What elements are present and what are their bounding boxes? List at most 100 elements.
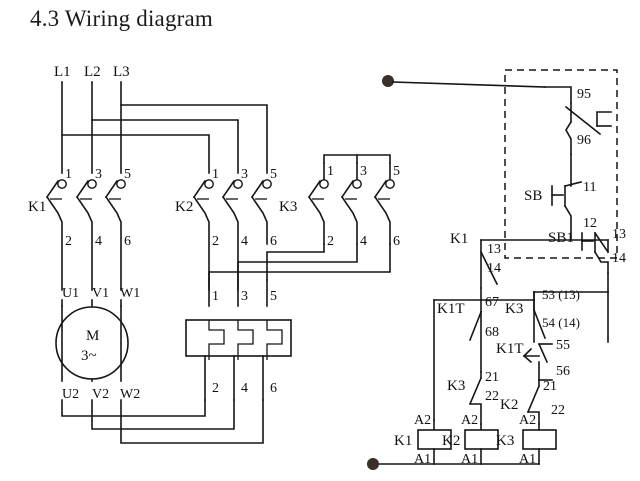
k3-terminal-2: 2 bbox=[327, 234, 334, 249]
k1-terminal-2: 2 bbox=[65, 234, 72, 249]
k2-terminal-4: 4 bbox=[241, 234, 248, 249]
k3-terminal-6: 6 bbox=[393, 234, 400, 249]
motor-terminal-w1: W1 bbox=[120, 286, 140, 301]
stop-terminal-11: 11 bbox=[583, 180, 596, 195]
page-title: 4.3 Wiring diagram bbox=[30, 6, 214, 31]
k2-pole1-contact-dot bbox=[204, 179, 214, 189]
contactor-k1[interactable]: K1 1 2 3 4 5 6 bbox=[28, 167, 131, 291]
k2-terminal-1: 1 bbox=[212, 167, 219, 182]
k2-nc-label: K2 bbox=[500, 397, 518, 413]
coil-k2-terminal-a2: A2 bbox=[461, 413, 478, 428]
coil-k2-body bbox=[464, 429, 499, 450]
thermal-overload-contact[interactable]: 95 96 bbox=[544, 86, 612, 155]
k1-pole1-contact-dot bbox=[57, 179, 67, 189]
coil-k1[interactable]: A2 K1 A1 bbox=[394, 413, 452, 467]
k1t-delay-label: K1T bbox=[496, 341, 524, 357]
stop-terminal-12: 12 bbox=[583, 216, 597, 231]
supply-label-l1: L1 bbox=[54, 64, 71, 80]
motor-phase-label: 3~ bbox=[81, 348, 97, 364]
k3-pole2-contact-dot bbox=[352, 179, 362, 189]
contactor-k2[interactable]: K2 1 2 3 4 5 6 bbox=[175, 167, 277, 291]
k1-terminal-4: 4 bbox=[95, 234, 102, 249]
supply-line-labels: L1 L2 L3 bbox=[54, 64, 130, 80]
coil-k2[interactable]: A2 K2 A1 bbox=[442, 413, 499, 467]
coil-k3[interactable]: A2 K3 A1 bbox=[496, 413, 557, 467]
k1-pole3-contact-dot bbox=[116, 179, 126, 189]
stop-button-label: SB bbox=[524, 188, 542, 204]
k3-terminal-4: 4 bbox=[360, 234, 367, 249]
thermal-terminal-96: 96 bbox=[577, 133, 591, 148]
overload-terminal-6: 6 bbox=[270, 381, 277, 396]
k3-terminal-54: 54 (14) bbox=[542, 315, 580, 330]
k3-no-label: K3 bbox=[505, 301, 523, 317]
holding-contact-k1[interactable]: K1 13 14 bbox=[450, 231, 501, 301]
k3-terminal-1: 1 bbox=[327, 164, 334, 179]
control-bus-wiring bbox=[433, 272, 609, 421]
k3-terminal-3: 3 bbox=[360, 164, 367, 179]
motor-return-wiring bbox=[61, 399, 264, 444]
k3-pole1-contact-dot bbox=[319, 179, 329, 189]
k2-nc-contact[interactable]: K2 21 22 bbox=[500, 379, 565, 425]
contactor-k2-label: K2 bbox=[175, 199, 193, 215]
k3-no-contact[interactable]: K3 53 (13) 54 (14) bbox=[505, 287, 580, 340]
supply-label-l2: L2 bbox=[84, 64, 101, 80]
motor-symbol-letter: M bbox=[86, 328, 99, 344]
timer-delay-contact-k1t[interactable]: K1T 55 56 bbox=[496, 338, 570, 381]
k2-terminal-21: 21 bbox=[543, 379, 557, 394]
contactor-k1-label: K1 bbox=[28, 199, 46, 215]
k2-terminal-3: 3 bbox=[241, 167, 248, 182]
holding-terminal-13: 13 bbox=[487, 242, 501, 257]
overload-terminal-3: 3 bbox=[241, 289, 248, 304]
holding-contact-label: K1 bbox=[450, 231, 468, 247]
k1t-terminal-56: 56 bbox=[556, 364, 570, 379]
k1-pole2-contact-dot bbox=[87, 179, 97, 189]
coil-k2-label: K2 bbox=[442, 433, 460, 449]
k3-nc-contact[interactable]: K3 21 22 bbox=[447, 370, 499, 425]
motor: U1 V1 W1 M 3~ U2 V2 W2 bbox=[55, 286, 140, 402]
k1-terminal-5: 5 bbox=[124, 167, 131, 182]
k3-pole3-contact-dot bbox=[385, 179, 395, 189]
coil-k3-body bbox=[522, 429, 557, 450]
k3-terminal-22: 22 bbox=[485, 389, 499, 404]
k1-terminal-6: 6 bbox=[124, 234, 131, 249]
stop-button-sb[interactable]: SB 11 12 bbox=[524, 153, 597, 241]
k2-terminal-6: 6 bbox=[270, 234, 277, 249]
k1t-terminal-67: 67 bbox=[485, 295, 499, 310]
pushbutton-enclosure bbox=[504, 69, 618, 259]
control-supply-line bbox=[382, 75, 546, 88]
motor-terminal-v2: V2 bbox=[92, 387, 109, 402]
k1t-instant-label: K1T bbox=[437, 301, 465, 317]
supply-label-l3: L3 bbox=[113, 64, 130, 80]
coil-k1-label: K1 bbox=[394, 433, 412, 449]
k2-terminal-2: 2 bbox=[212, 234, 219, 249]
k3-nc-label: K3 bbox=[447, 378, 465, 394]
timer-instant-contact-k1t[interactable]: K1T 67 68 bbox=[437, 295, 499, 373]
k3-terminal-21: 21 bbox=[485, 370, 499, 385]
supply-wiring bbox=[61, 81, 268, 174]
k1t-terminal-55: 55 bbox=[556, 338, 570, 353]
k1-terminal-3: 3 bbox=[95, 167, 102, 182]
k3-terminal-5: 5 bbox=[393, 164, 400, 179]
k3-terminal-53: 53 (13) bbox=[542, 287, 580, 302]
start-terminal-13: 13 bbox=[612, 227, 626, 242]
start-terminal-14: 14 bbox=[612, 251, 626, 266]
k2-pole3-contact-dot bbox=[262, 179, 272, 189]
delta-link-wiring bbox=[208, 243, 391, 281]
coil-k3-terminal-a2: A2 bbox=[519, 413, 536, 428]
k2-terminal-22: 22 bbox=[551, 403, 565, 418]
contactor-k3[interactable]: K3 1 2 3 4 5 6 bbox=[279, 154, 400, 249]
coil-k1-terminal-a2: A2 bbox=[414, 413, 431, 428]
contactor-k3-label: K3 bbox=[279, 199, 297, 215]
terminal-dot-top bbox=[382, 75, 394, 87]
start-button-sb1[interactable]: SB1 13 14 bbox=[548, 227, 626, 274]
motor-terminal-u2: U2 bbox=[62, 387, 79, 402]
coil-k3-label: K3 bbox=[496, 433, 514, 449]
control-branch-wiring bbox=[480, 239, 609, 253]
k1-terminal-1: 1 bbox=[65, 167, 72, 182]
overload-relay[interactable]: 1 3 5 2 4 6 bbox=[185, 279, 292, 401]
start-button-label: SB1 bbox=[548, 230, 574, 246]
motor-terminal-w2: W2 bbox=[120, 387, 140, 402]
overload-terminal-5: 5 bbox=[270, 289, 277, 304]
